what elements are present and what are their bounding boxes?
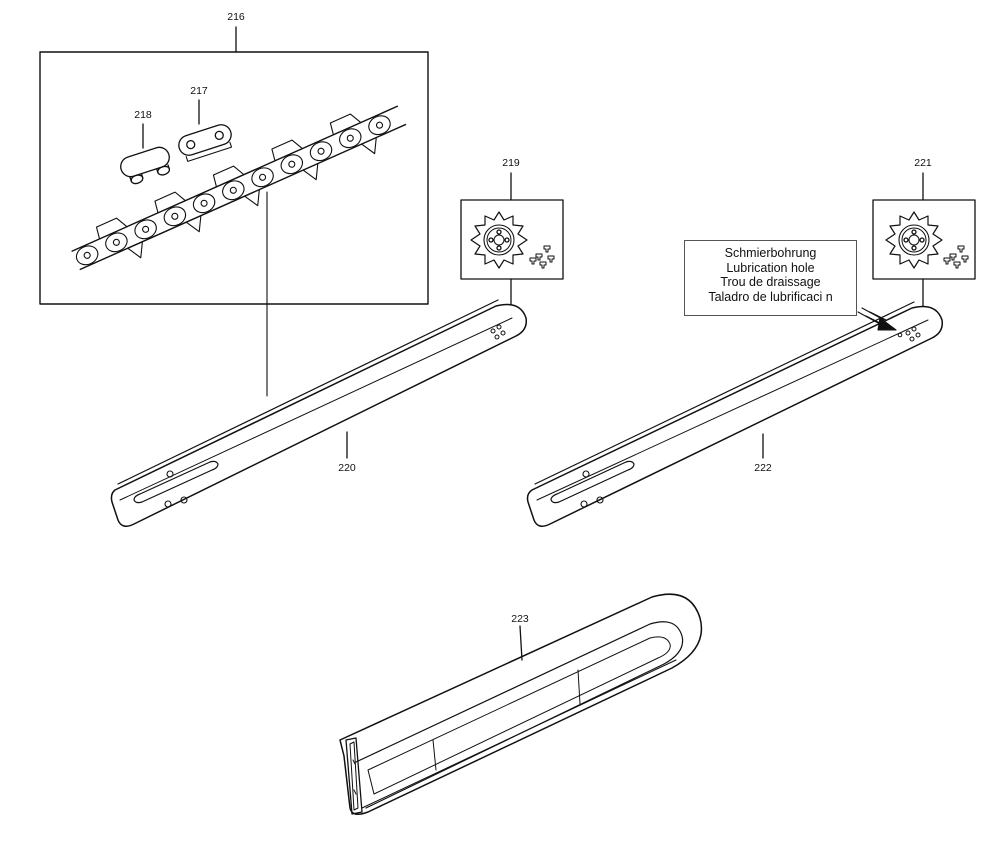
note-line-fr: Trou de draissage xyxy=(720,275,821,289)
callout-222: 222 xyxy=(754,462,772,474)
guide-bar-222: 222 xyxy=(526,301,944,527)
callout-217: 217 xyxy=(190,85,208,97)
callout-216: 216 xyxy=(227,11,245,23)
sprocket-kit-221: 221 xyxy=(872,157,976,307)
lubrication-hole-note: Schmierbohrung Lubrication hole Trou de … xyxy=(684,240,857,316)
note-line-es: Taladro de lubrificaci n xyxy=(708,289,833,304)
sprocket-219-icon xyxy=(470,211,528,269)
saw-chain xyxy=(71,105,407,271)
sprocket-kit-219-frame xyxy=(460,199,564,280)
bar-cover-223: 223 xyxy=(339,593,703,815)
chain-link-217: 217 xyxy=(178,85,233,162)
callout-221: 221 xyxy=(914,157,932,169)
rivets-221-icon xyxy=(943,245,969,269)
callout-220: 220 xyxy=(338,462,356,474)
callout-218: 218 xyxy=(134,109,152,121)
callout-219: 219 xyxy=(502,157,520,169)
sprocket-kit-219: 219 xyxy=(460,157,564,305)
sprocket-kit-221-frame xyxy=(872,199,976,280)
lubrication-arrow-icon xyxy=(857,307,897,331)
note-line-de: Schmierbohrung xyxy=(724,246,817,260)
chain-link-218: 218 xyxy=(120,109,171,185)
sprocket-221-icon xyxy=(885,211,943,269)
chain-inset-frame xyxy=(39,51,429,305)
leader-223 xyxy=(519,625,523,661)
chain-assembly-group: 216 xyxy=(39,11,429,397)
callout-223: 223 xyxy=(511,613,529,625)
guide-bar-220: 220 xyxy=(110,299,528,527)
rivets-219-icon xyxy=(529,245,555,269)
note-line-en: Lubrication hole xyxy=(726,260,815,275)
